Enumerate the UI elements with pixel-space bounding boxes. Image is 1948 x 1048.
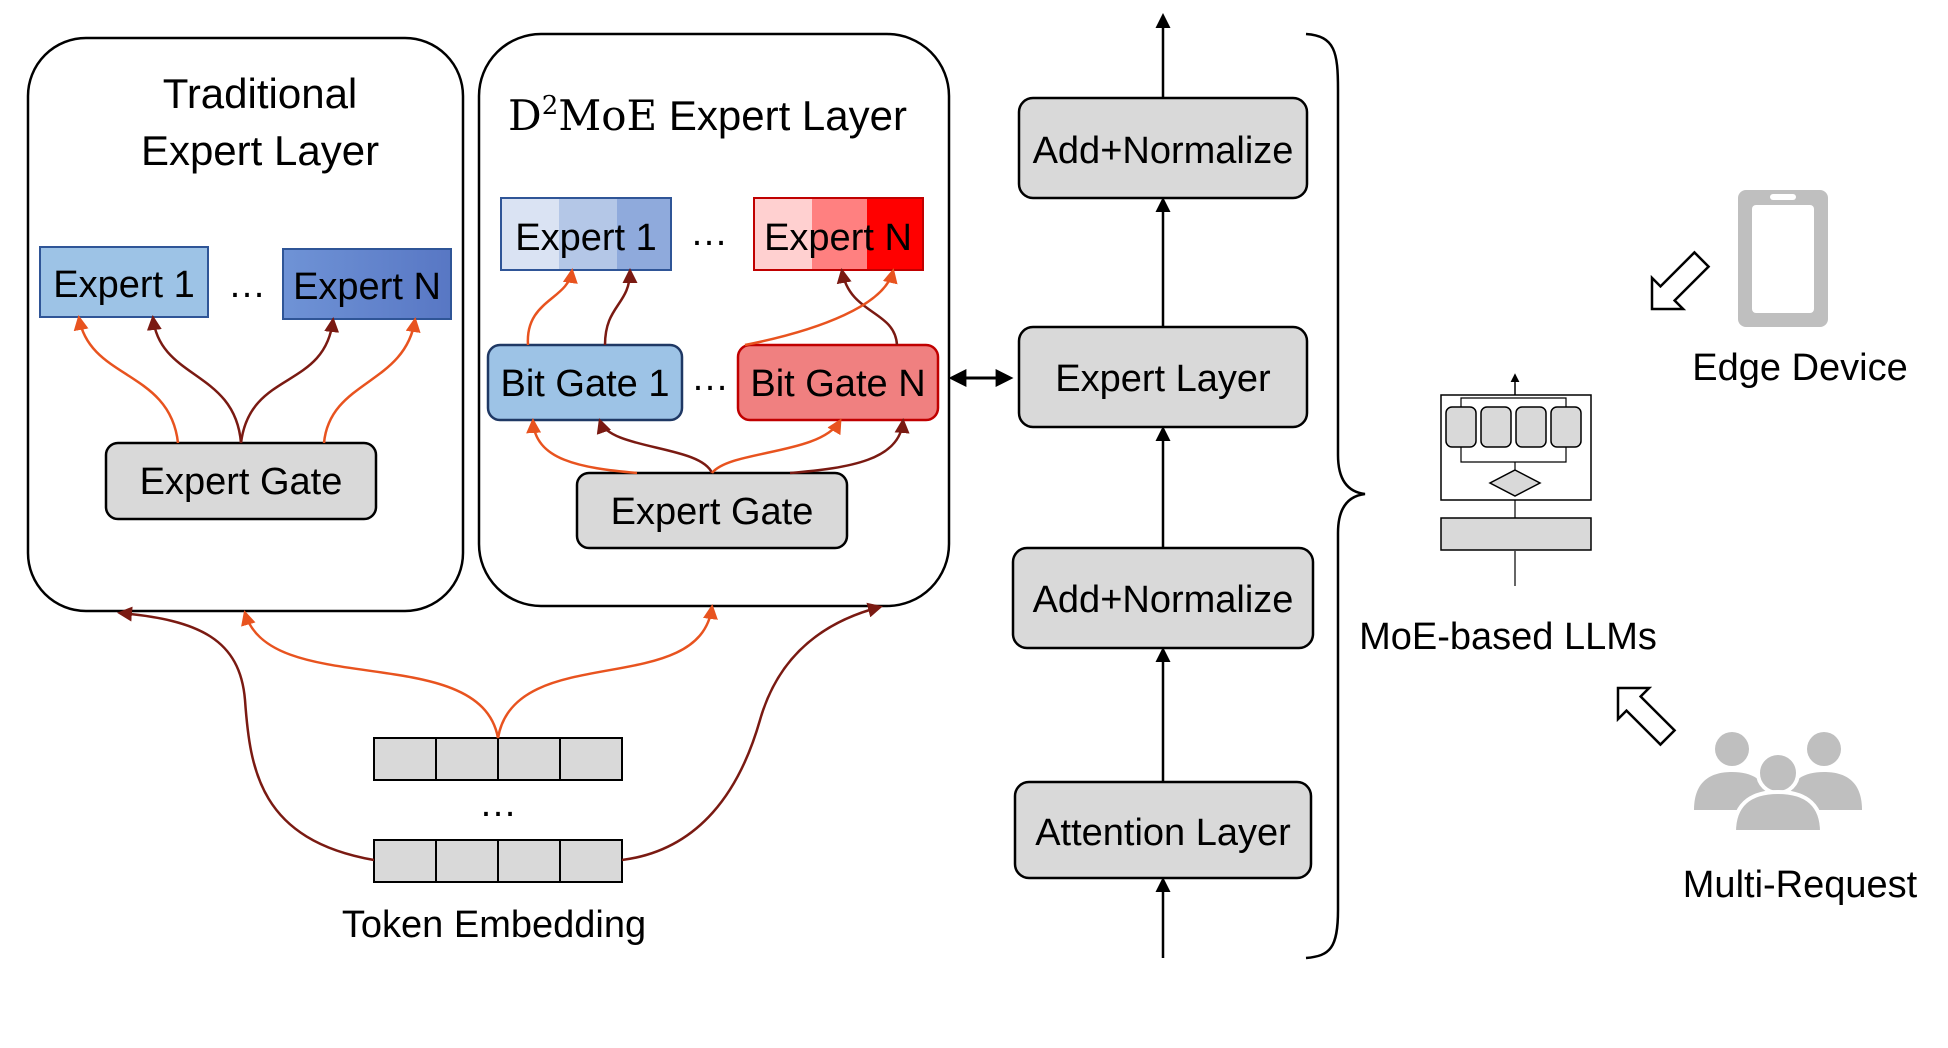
emb-arrow-d2-orange — [496, 604, 718, 739]
bit-gate-1-label: Bit Gate 1 — [501, 363, 670, 405]
traditional-title-line1: Traditional — [163, 70, 358, 117]
traditional-expert-n-label: Expert N — [293, 266, 441, 308]
bg-arrow-1 — [526, 268, 578, 346]
token-embedding-label: Token Embedding — [342, 904, 646, 946]
traditional-expert-1 — [39, 246, 209, 318]
traditional-expert-gate-label: Expert Gate — [140, 461, 343, 503]
token-embedding: … Token Embedding — [117, 602, 883, 946]
edge-device-icon — [1738, 190, 1828, 327]
d2moe-expert-gate-label: Expert Gate — [611, 491, 814, 533]
embedding-ellipsis: … — [479, 783, 517, 825]
traditional-title-line2: Expert Layer — [141, 127, 379, 174]
bit-gate-ellipsis: … — [691, 357, 729, 399]
add-normalize-top-label: Add+Normalize — [1033, 130, 1294, 172]
embedding-row-bottom — [373, 839, 623, 883]
emb-arrow-trad-dark — [117, 606, 375, 862]
stack-brace — [1305, 32, 1366, 960]
d2moe-title-suffix: Expert Layer — [657, 92, 907, 139]
embedding-row-top — [373, 737, 623, 781]
multi-request-icon — [1694, 732, 1862, 834]
traditional-expert-layer: Traditional Expert Layer Expert 1 … Expe… — [26, 36, 465, 613]
bg-arrow-4 — [744, 268, 898, 347]
trad-arrow-4 — [322, 317, 421, 444]
traditional-expert-n — [282, 248, 452, 320]
d2moe-title-sup: 2 — [542, 91, 559, 121]
edge-to-model-arrow — [1650, 250, 1711, 311]
d2moe-expert-n-label: Expert N — [764, 217, 912, 259]
eg-arrow-1 — [526, 418, 638, 475]
eg-arrow-4 — [789, 418, 910, 475]
d2moe-title-d: D — [508, 91, 542, 140]
traditional-ellipsis: … — [228, 264, 266, 306]
emb-arrow-trad-orange — [241, 610, 500, 739]
traditional-expert-1-label: Expert 1 — [53, 264, 195, 306]
edge-device-label: Edge Device — [1692, 347, 1907, 389]
trad-arrow-1 — [73, 315, 180, 444]
layer-stack: Add+Normalize Expert Layer Add+Normalize… — [948, 13, 1366, 960]
bit-gate-1 — [486, 343, 684, 422]
d2moe-title-moe: MoE — [558, 91, 657, 140]
traditional-panel — [26, 36, 465, 613]
emb-arrow-d2-dark — [621, 602, 883, 862]
d2moe-expert-1: Expert 1 — [500, 197, 672, 271]
bit-gate-n-label: Bit Gate N — [750, 363, 925, 405]
d2moe-expert-ellipsis: … — [690, 212, 728, 254]
trad-arrow-2 — [146, 315, 243, 444]
trad-arrow-3 — [239, 317, 340, 444]
multi-to-model-arrow — [1616, 686, 1677, 747]
moe-llm-label: MoE-based LLMs — [1359, 616, 1657, 658]
eg-arrow-2 — [596, 418, 714, 474]
d2moe-expert-n: Expert N — [753, 197, 924, 271]
eg-arrow-3 — [711, 418, 842, 474]
d2moe-expert-1-label: Expert 1 — [515, 217, 657, 259]
attention-layer-label: Attention Layer — [1035, 812, 1291, 854]
moe-llm-icon — [1440, 373, 1592, 586]
expert-layer-label: Expert Layer — [1055, 358, 1271, 400]
bg-arrow-2 — [603, 268, 638, 346]
multi-request-label: Multi-Request — [1683, 864, 1918, 906]
bg-arrow-3 — [836, 268, 899, 346]
d2moe-title: D2MoE Expert Layer — [508, 91, 907, 140]
d2moe-expert-layer: D2MoE Expert Layer Expert 1 … Expert N B… — [477, 32, 951, 608]
add-normalize-bottom-label: Add+Normalize — [1033, 579, 1294, 621]
